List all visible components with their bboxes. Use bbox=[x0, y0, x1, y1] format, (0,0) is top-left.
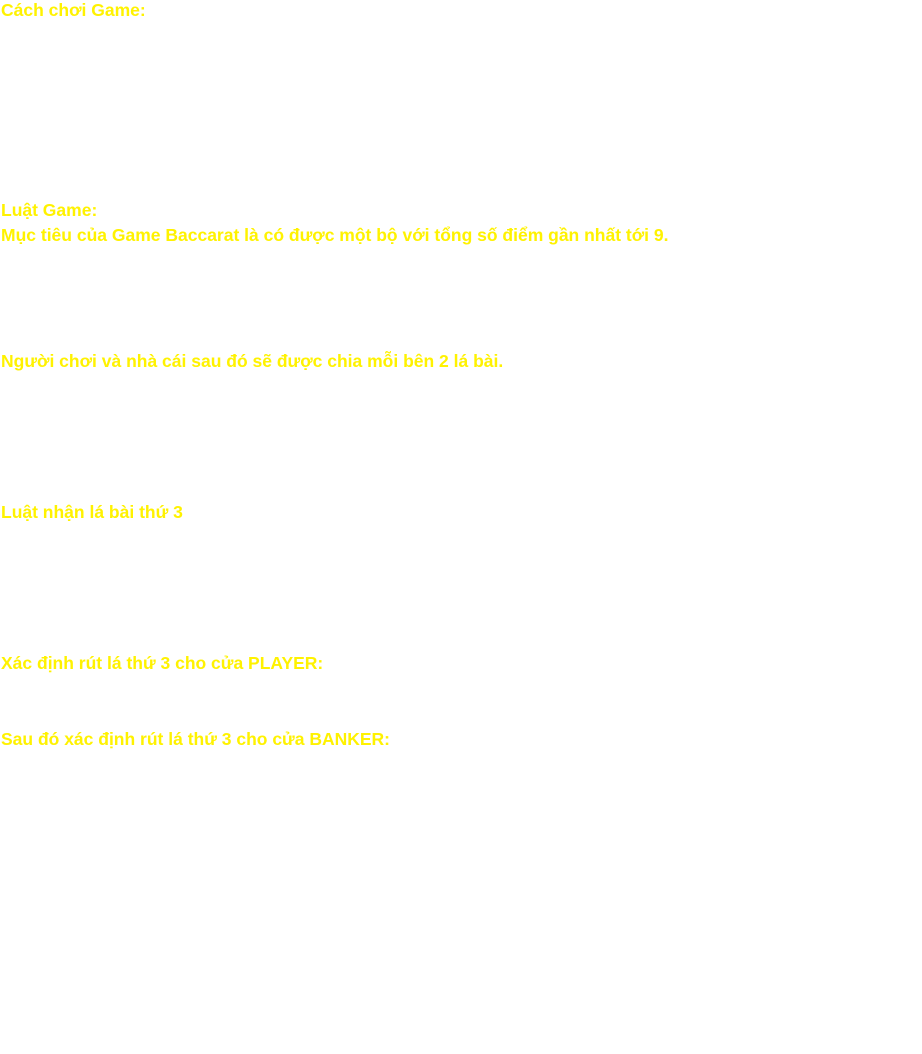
deal-text: Người chơi và nhà cái sau đó sẽ được chi… bbox=[1, 351, 504, 371]
banker-third-card-text: Sau đó xác định rút lá thứ 3 cho cửa BAN… bbox=[1, 729, 391, 749]
player-third-card-text: Xác định rút lá thứ 3 cho cửa PLAYER: bbox=[1, 653, 324, 673]
rules-heading: Luật Game: bbox=[1, 200, 98, 220]
how-to-play-heading: Cách chơi Game: bbox=[1, 0, 146, 20]
third-card-heading: Luật nhận lá bài thứ 3 bbox=[1, 502, 183, 522]
objective-text: Mục tiêu của Game Baccarat là có được mộ… bbox=[1, 225, 669, 245]
